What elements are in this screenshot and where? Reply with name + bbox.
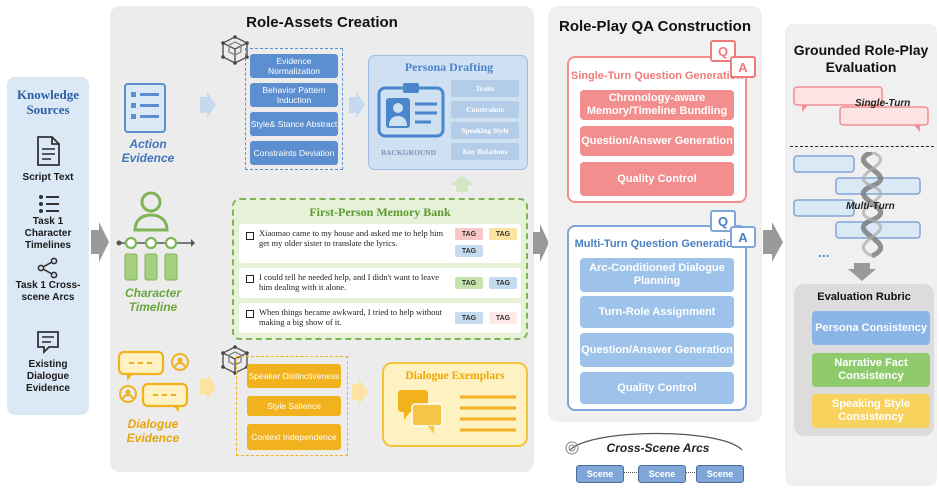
dialogue-step: Speaker Distinctiveness [247,364,341,388]
script-document-icon [33,135,63,172]
evaluation-rubric-title: Evaluation Rubric [817,291,911,303]
flow-arrow-icon [349,92,365,123]
divider [790,146,934,147]
share-nodes-icon [37,257,59,284]
qa-construction-title: Role-Play QA Construction [559,18,751,35]
chat-bubbles-icon [396,388,446,441]
memory-entry: When things became awkward, I tried to h… [239,303,521,333]
persona-tag: Key Relations [451,143,519,160]
memory-tag: TAG [489,312,517,324]
character-timeline-label: Character Timeline [124,286,182,314]
cube-icon [220,35,250,70]
ks-item-dialogue-evidence: Existing Dialogue Evidence [26,359,70,394]
cross-scene-arcs-label: Cross-Scene Arcs [606,441,710,455]
multi-turn-title: Multi-Turn Question Generation [574,237,740,250]
memory-entry: Xiaomao came to my house and asked me to… [239,224,521,263]
memory-tag: TAG [489,277,517,289]
persona-drafting-card: Persona Drafting BACKGROUND Traits Const… [368,55,528,170]
dialogue-document-icon [36,330,62,361]
single-turn-step: Chronology-aware Memory/Timeline Bundlin… [580,90,734,120]
scene-box: Scene [576,465,624,483]
dialogue-exemplars-title: Dialogue Exemplars [405,370,505,382]
rubric-item-narrative: Narrative Fact Consistency [812,353,930,387]
a-badge: A [730,56,756,78]
action-evidence-label: Action Evidence [121,137,175,165]
memory-entry-text: When things became awkward, I tried to h… [259,307,442,327]
scene-box: Scene [696,465,744,483]
flow-arrow-icon [450,176,474,197]
checkbox-icon [246,310,254,318]
text-lines-icon [460,394,516,441]
flow-arrow-icon [200,374,216,405]
id-card-icon [377,82,445,143]
persona-drafting-title: Persona Drafting [404,60,494,74]
memory-entry-text: Xiaomao came to my house and asked me to… [259,228,444,248]
single-turn-step: Quality Control [580,162,734,196]
qa-badge-icon: Q A [710,210,762,250]
ks-item-cross-scene-arcs: Task 1 Cross-scene Arcs [15,280,81,303]
checkbox-icon [246,232,254,240]
dialogue-step: Context Independence [247,424,341,450]
action-step: Constraints Deviation [250,141,338,165]
dialogue-evidence-label: Dialogue Evidence [126,417,180,445]
evaluation-title: Grounded Role-Play Evaluation [793,42,929,75]
flow-arrow-icon [352,379,368,410]
connection-arcs-icon [562,428,752,473]
list-document-icon [124,83,166,138]
q-badge: Q [710,210,736,232]
ks-item-script-text: Script Text [22,172,74,183]
memory-tag: TAG [455,312,483,324]
a-badge: A [730,226,756,248]
multi-turn-step: Turn-Role Assignment [580,296,734,328]
single-turn-step: Question/Answer Generation [580,126,734,156]
memory-bank-title: First-Person Memory Bank [309,205,451,219]
knowledge-sources-panel: Knowledge Sources Script Text Task 1 Cha… [7,77,89,415]
dialogue-step: Style Salience [247,396,341,416]
memory-tag: TAG [455,228,483,240]
ellipsis-label: ... [818,244,830,260]
action-step: Evidence Normalization [250,54,338,78]
flow-arrow-icon [91,222,109,267]
action-step: Style& Stance Abstract [250,112,338,136]
memory-tag: TAG [455,245,483,257]
qa-badge-icon: Q A [710,40,762,80]
memory-tag: TAG [489,228,517,240]
flow-arrow-icon [763,222,783,267]
rubric-item-style: Speaking Style Consistency [812,394,930,428]
persona-background-label: BACKGROUND [381,148,437,157]
flow-arrow-icon [200,92,216,123]
multi-turn-step: Arc-Conditioned Dialogue Planning [580,258,734,292]
flow-arrow-icon [533,224,549,267]
flow-arrow-icon [848,263,876,286]
helix-chat-icon [792,149,932,267]
scene-box: Scene [638,465,686,483]
chat-bubbles-icon [792,85,932,140]
memory-entry-text: I could tell he needed help, and I didn'… [259,272,439,292]
memory-bank: First-Person Memory Bank Xiaomao came to… [232,198,528,340]
dialogue-steps-frame [236,356,348,456]
person-timeline-icon [115,190,195,287]
knowledge-sources-title: Knowledge Sources [16,87,80,117]
persona-tag: Speaking Style [451,122,519,139]
single-turn-label: Single-Turn [855,98,911,109]
multi-turn-step: Quality Control [580,372,734,404]
persona-tag: Constraints [451,101,519,118]
multi-turn-step: Question/Answer Generation [580,333,734,367]
single-turn-title: Single-Turn Question Generation [570,69,744,82]
dialogue-exemplars-card: Dialogue Exemplars [382,362,528,447]
ks-item-character-timelines: Task 1 Character Timelines [24,216,72,251]
action-step: Behavior Pattern Induction [250,83,338,107]
action-steps-frame [245,48,343,170]
chat-people-icon [117,350,191,417]
role-assets-title: Role-Assets Creation [246,14,398,31]
timeline-list-icon [38,194,60,219]
memory-tag: TAG [455,277,483,289]
rubric-item-persona: Persona Consistency [812,311,930,345]
memory-entry: I could tell he needed help, and I didn'… [239,268,521,298]
checkbox-icon [246,275,254,283]
multi-turn-label: Multi-Turn [846,201,895,212]
persona-tag: Traits [451,80,519,97]
q-badge: Q [710,40,736,62]
